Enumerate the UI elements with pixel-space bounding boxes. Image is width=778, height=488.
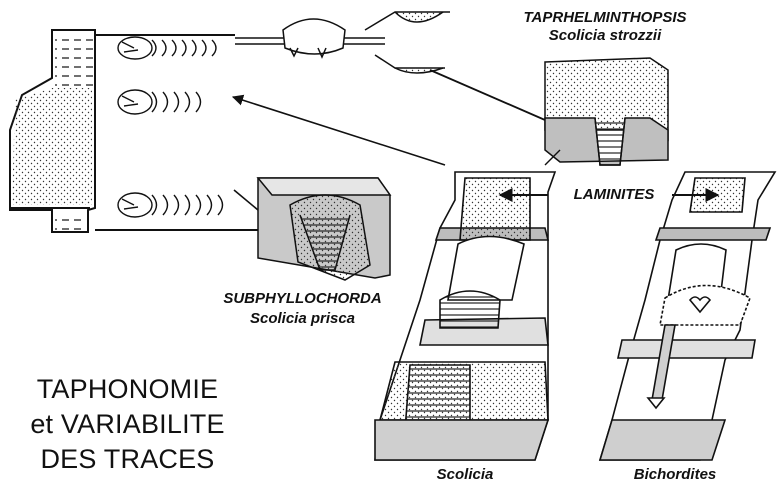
title-line-3: DES TRACES [10, 444, 245, 475]
label-subphyllochorda: SUBPHYLLOCHORDA [205, 290, 400, 308]
pointer-line-block [234, 190, 258, 210]
subphyllochorda-block [258, 178, 390, 280]
title-line-2: et VARIABILITE [10, 409, 245, 440]
label-scolicia: Scolicia [410, 466, 520, 484]
label-bichordites: Bichordites [615, 466, 735, 484]
label-scolicia-prisca: Scolicia prisca [205, 310, 400, 328]
label-laminites: LAMINITES [560, 186, 668, 204]
bichordites-channel [600, 172, 775, 460]
label-scolicia-strozzii: Scolicia strozzii [500, 27, 710, 45]
top-burrow-section [235, 12, 450, 73]
label-taprhelminthopsis: TAPRHELMINTHOPSIS [500, 9, 710, 27]
pointer-arrow-column [233, 97, 445, 165]
pointer-line-top [430, 70, 545, 120]
burrower-top [118, 37, 216, 59]
scolicia-channel [375, 172, 555, 460]
burrower-middle [118, 90, 201, 114]
title-line-1: TAPHONOMIE [10, 374, 245, 405]
burrower-bottom [118, 193, 223, 217]
taprhelminthopsis-block [545, 58, 668, 165]
